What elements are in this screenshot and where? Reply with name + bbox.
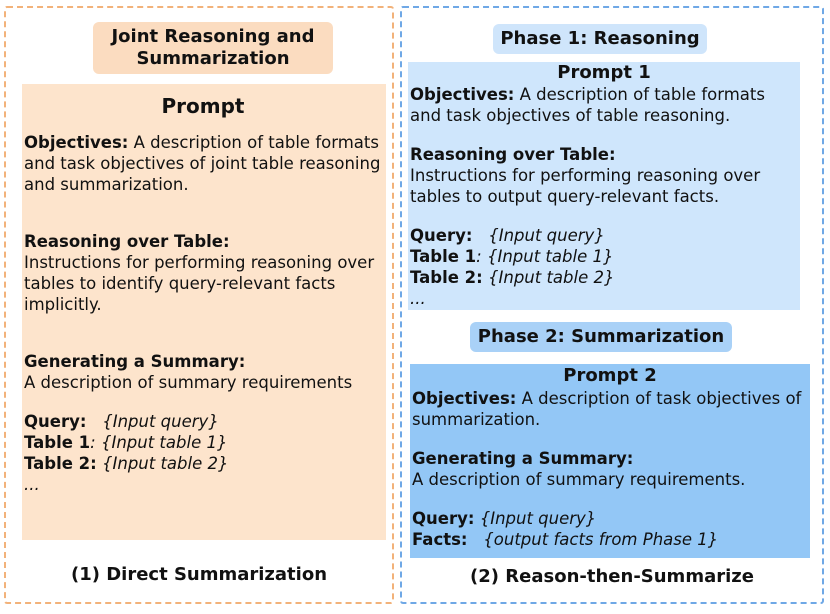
- direct-summarization-caption: (1) Direct Summarization: [70, 564, 328, 585]
- reasoning-label: Reasoning over Table:: [24, 232, 230, 251]
- prompt1-reasoning-label: Reasoning over Table:: [410, 145, 616, 164]
- summary-text: A description of summary requirements: [24, 373, 353, 392]
- prompt1-query-value: {Input query}: [488, 226, 605, 245]
- prompt-title: Prompt: [161, 94, 245, 118]
- prompt1-reasoning-text: Instructions for performing reasoning ov…: [410, 166, 761, 206]
- prompt2-summary-label: Generating a Summary:: [412, 449, 634, 468]
- objectives-label: Objectives:: [24, 133, 129, 152]
- summary-label: Generating a Summary:: [24, 352, 246, 371]
- table2-value: {Input table 2}: [96, 454, 229, 473]
- ellipsis: ...: [24, 475, 40, 494]
- prompt1-objectives: Objectives: A description of table forma…: [410, 84, 798, 126]
- prompt1-table2-value: {Input table 2}: [482, 268, 615, 287]
- prompt1-table1-line: Table 1: {Input table 1}: [410, 246, 798, 267]
- prompt2-query-label: Query:: [412, 509, 475, 528]
- objectives-section: Objectives: A description of table forma…: [24, 132, 382, 195]
- prompt2-query-line: Query: {Input query}: [412, 508, 808, 529]
- prompt2-query-value: {Input query}: [474, 509, 597, 528]
- prompt1-objectives-label: Objectives:: [410, 85, 515, 104]
- prompt-box-left: Prompt Objectives: A description of tabl…: [22, 84, 386, 540]
- prompt1-table2-label: Table 2:: [410, 268, 483, 287]
- prompt1-objectives-text: A description of table formats and task …: [410, 85, 765, 125]
- prompt1-table1-value: : {Input table 1}: [476, 247, 614, 266]
- prompt1-ellipsis: ...: [410, 289, 426, 308]
- prompt1-title: Prompt 1: [557, 62, 651, 83]
- prompt1-table2-line: Table 2: {Input table 2}: [410, 267, 798, 288]
- prompt1-query-line: Query: {Input query}: [410, 225, 798, 246]
- prompt2-summary-text: A description of summary requirements.: [412, 470, 746, 489]
- table2-label: Table 2:: [24, 454, 97, 473]
- prompt1-query-label: Query:: [410, 226, 473, 245]
- prompt1-table1-label: Table 1: [410, 247, 477, 266]
- prompt2-facts-value: {output facts from Phase 1}: [483, 530, 719, 549]
- prompt2-objectives-label: Objectives:: [412, 389, 517, 408]
- prompt1-box: Prompt 1 Objectives: A description of ta…: [408, 62, 800, 310]
- objectives-text: A description of table formats and task …: [24, 133, 381, 194]
- query-line: Query: {Input query}: [24, 411, 382, 432]
- reason-then-summarize-panel: [400, 6, 824, 604]
- prompt2-title: Prompt 2: [563, 365, 657, 386]
- reason-then-summarize-caption: (2) Reason-then-Summarize: [470, 566, 754, 587]
- prompt2-facts-label: Facts:: [412, 530, 468, 549]
- prompt2-objectives: Objectives: A description of task object…: [412, 388, 808, 430]
- direct-summarization-panel: [4, 6, 394, 604]
- phase1-header: Phase 1: Reasoning: [493, 24, 707, 54]
- table1-value: : {Input table 1}: [90, 433, 228, 452]
- table2-line: Table 2: {Input table 2}: [24, 453, 382, 474]
- phase2-header: Phase 2: Summarization: [470, 322, 732, 352]
- prompt2-box: Prompt 2 Objectives: A description of ta…: [410, 364, 810, 558]
- prompt2-facts-line: Facts: {output facts from Phase 1}: [412, 529, 808, 550]
- reasoning-text: Instructions for performing reasoning ov…: [24, 253, 375, 314]
- table1-line: Table 1: {Input table 1}: [24, 432, 382, 453]
- query-label: Query:: [24, 412, 87, 431]
- table1-label: Table 1: [24, 433, 91, 452]
- query-value: {Input query}: [102, 412, 219, 431]
- prompt2-objectives-text: A description of task objectives of summ…: [412, 389, 802, 429]
- joint-reasoning-header: Joint Reasoning and Summarization: [93, 22, 333, 74]
